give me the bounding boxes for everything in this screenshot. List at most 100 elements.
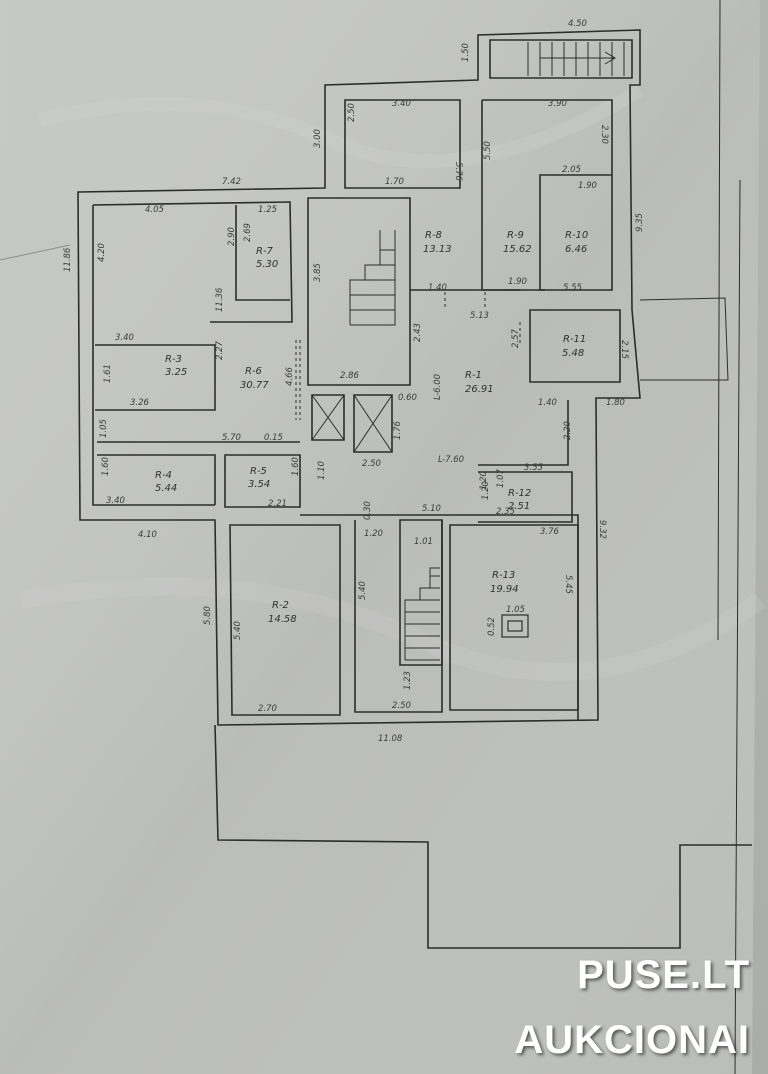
room-label-r10: R-10 bbox=[565, 230, 588, 241]
stove-fixture bbox=[501, 614, 529, 638]
room-label-r7: R-7 bbox=[256, 246, 274, 257]
dim-label: 9.35 bbox=[635, 213, 645, 232]
dim-label: 11.08 bbox=[378, 734, 403, 744]
dim-label: 1.76 bbox=[393, 420, 403, 440]
dim-label: 1.61 bbox=[103, 364, 113, 383]
dim-label: 5.45 bbox=[563, 575, 573, 594]
dim-label: 5.76 bbox=[453, 162, 463, 182]
dim-label: 1.05 bbox=[99, 419, 109, 438]
dim-label: 1.23 bbox=[403, 671, 413, 690]
dim-label: 0.52 bbox=[487, 617, 497, 636]
dim-label: 5.70 bbox=[222, 433, 241, 443]
dim-label: 3.40 bbox=[392, 99, 411, 109]
dim-label: 1.90 bbox=[508, 277, 527, 287]
room-label-r4: R-4 bbox=[155, 470, 172, 481]
room-area-r13: 19.94 bbox=[490, 584, 519, 595]
room-area-r2: 14.58 bbox=[268, 614, 297, 625]
dim-label: 2.50 bbox=[362, 459, 381, 469]
dim-label: 2.57 bbox=[511, 328, 521, 348]
dim-label: 1.25 bbox=[258, 205, 277, 215]
door-openings bbox=[295, 292, 521, 420]
dim-label: 0.30 bbox=[363, 501, 373, 520]
dim-label: 3.00 bbox=[313, 129, 323, 148]
room-label-r11: R-11 bbox=[563, 334, 586, 345]
room-label-r13: R-13 bbox=[492, 570, 515, 581]
dim-label: 1.60 bbox=[291, 457, 301, 476]
stair-treads bbox=[349, 42, 625, 661]
room-area-r10: 6.46 bbox=[565, 244, 587, 255]
dim-label: 1.07 bbox=[496, 468, 506, 488]
room-area-r7: 5.30 bbox=[256, 259, 278, 270]
room-area-r6: 30.77 bbox=[240, 380, 269, 391]
room-label-r8: R-8 bbox=[425, 230, 442, 241]
dim-label: 2.50 bbox=[347, 103, 357, 122]
dim-label: 2.05 bbox=[562, 165, 581, 175]
dim-label: 1.90 bbox=[578, 181, 597, 191]
dim-label: L-7.60 bbox=[438, 455, 464, 465]
dim-label: 1.20 bbox=[364, 529, 383, 539]
dim-label: 1.20 bbox=[479, 471, 489, 490]
dim-label: 2.15 bbox=[619, 340, 629, 359]
dim-label: 11.36 bbox=[215, 287, 225, 312]
dim-label: 3.76 bbox=[540, 527, 560, 537]
room-area-r5: 3.54 bbox=[248, 479, 270, 490]
dim-label: 1.40 bbox=[538, 398, 557, 408]
dim-label: 1.40 bbox=[428, 283, 447, 293]
dim-label: 1.05 bbox=[506, 605, 525, 615]
room-area-r8: 13.13 bbox=[423, 244, 452, 255]
dim-label: 2.43 bbox=[413, 323, 423, 342]
dim-label: 3.55 bbox=[524, 463, 543, 473]
dim-label: 2.20 bbox=[563, 421, 573, 440]
dim-label: 3.90 bbox=[548, 99, 567, 109]
dim-label: 5.13 bbox=[470, 311, 489, 321]
dim-label: 2.27 bbox=[215, 340, 225, 360]
dimension-labels: 4.50 1.50 3.40 3.90 2.50 3.00 5.76 5.50 … bbox=[63, 19, 645, 744]
dim-label: L-6.00 bbox=[433, 374, 443, 400]
dim-label: 2.21 bbox=[268, 499, 287, 509]
dim-label: 1.20 bbox=[481, 481, 491, 500]
dim-label: 5.40 bbox=[358, 581, 368, 600]
dim-label: 2.70 bbox=[258, 704, 277, 714]
dim-label: 4.50 bbox=[568, 19, 587, 29]
dim-label: 5.55 bbox=[563, 283, 582, 293]
room-label-r6: R-6 bbox=[245, 366, 262, 377]
room-label-r9: R-9 bbox=[507, 230, 524, 241]
room-label-r2: R-2 bbox=[272, 600, 289, 611]
room-label-r1: R-1 bbox=[465, 370, 482, 381]
dim-label: 7.42 bbox=[222, 177, 241, 187]
wall-lines bbox=[77, 0, 752, 1074]
room-area-r12: 2.51 bbox=[508, 501, 530, 512]
dim-label: 1.60 bbox=[101, 457, 111, 476]
room-label-r5: R-5 bbox=[250, 466, 267, 477]
dim-label: 1.50 bbox=[461, 43, 471, 62]
dim-label: 9.32 bbox=[597, 520, 607, 539]
dim-label: 3.40 bbox=[115, 333, 134, 343]
dim-label: 1.10 bbox=[317, 461, 327, 480]
dim-label: 4.10 bbox=[138, 530, 157, 540]
dim-label: 1.80 bbox=[606, 398, 625, 408]
dim-label: 2.30 bbox=[599, 125, 609, 144]
dim-label: 11.86 bbox=[63, 247, 73, 272]
dim-label: 2.69 bbox=[243, 223, 253, 242]
dim-label: 2.50 bbox=[392, 701, 411, 711]
watermark-line-1: PUSE.LT bbox=[577, 953, 750, 997]
dim-label: 3.26 bbox=[130, 398, 150, 408]
room-area-r9: 15.62 bbox=[503, 244, 532, 255]
dim-label: 0.60 bbox=[398, 393, 417, 403]
dim-label: 0.15 bbox=[264, 433, 283, 443]
room-area-r4: 5.44 bbox=[155, 483, 177, 494]
dim-label: 2.90 bbox=[227, 227, 237, 246]
room-area-r3: 3.25 bbox=[165, 367, 187, 378]
room-label-r3: R-3 bbox=[165, 354, 182, 365]
dim-label: 1.70 bbox=[385, 177, 404, 187]
dim-label: 5.50 bbox=[483, 141, 493, 160]
dim-label: 5.10 bbox=[422, 504, 441, 514]
dim-label: 4.05 bbox=[145, 205, 164, 215]
room-label-r12: R-12 bbox=[508, 488, 531, 499]
room-area-r1: 26.91 bbox=[465, 384, 494, 395]
room-area-r11: 5.48 bbox=[562, 348, 584, 359]
watermark-line-2: AUKCIONAI bbox=[514, 1018, 750, 1062]
dim-label: 1.01 bbox=[414, 537, 433, 547]
